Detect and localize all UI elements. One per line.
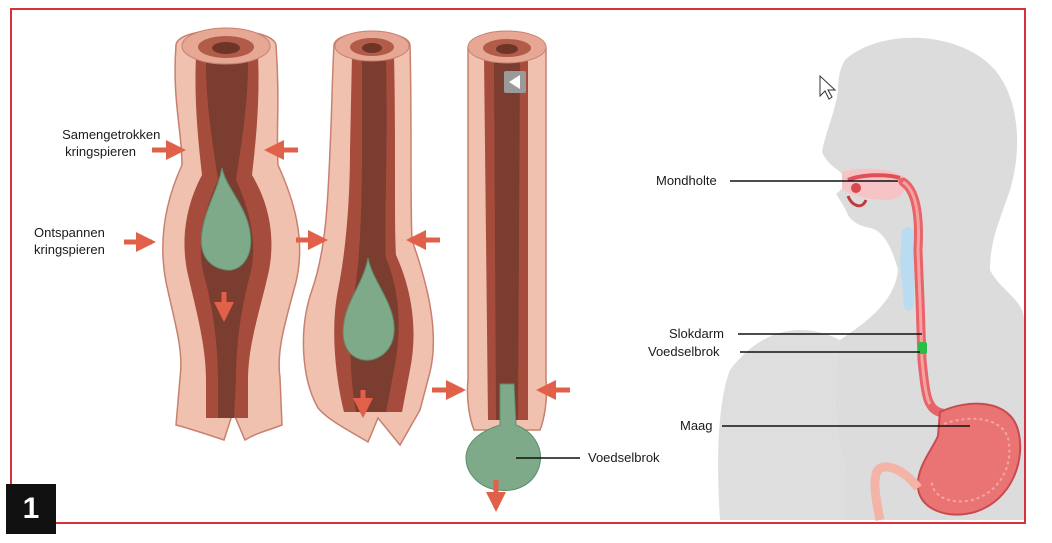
stomach [870, 402, 1022, 521]
trachea [900, 226, 914, 311]
figure-number: 1 [6, 484, 56, 534]
label-contracted: Samengetrokken kringspieren [62, 127, 164, 159]
oral-cavity [842, 168, 906, 208]
label-mouth: Mondholte [656, 173, 717, 188]
play-button[interactable] [504, 71, 526, 93]
esophagus-segment-2 [302, 30, 435, 447]
cursor-icon [819, 74, 837, 100]
label-bolus-left: Voedselbrok [588, 450, 660, 465]
label-bolus-right: Voedselbrok [648, 344, 720, 359]
label-stomach: Maag [680, 418, 713, 433]
play-icon [509, 75, 520, 89]
leader-lines-right [722, 180, 970, 427]
esophagus-segment-1 [162, 27, 301, 442]
esophagus-segment-3 [465, 30, 548, 491]
label-relaxed: Ontspannen kringspieren [34, 225, 108, 257]
label-esophagus: Slokdarm [669, 326, 724, 341]
arrow-icon [124, 140, 570, 512]
figure-frame [10, 8, 1026, 524]
bolus-marker [918, 342, 927, 354]
